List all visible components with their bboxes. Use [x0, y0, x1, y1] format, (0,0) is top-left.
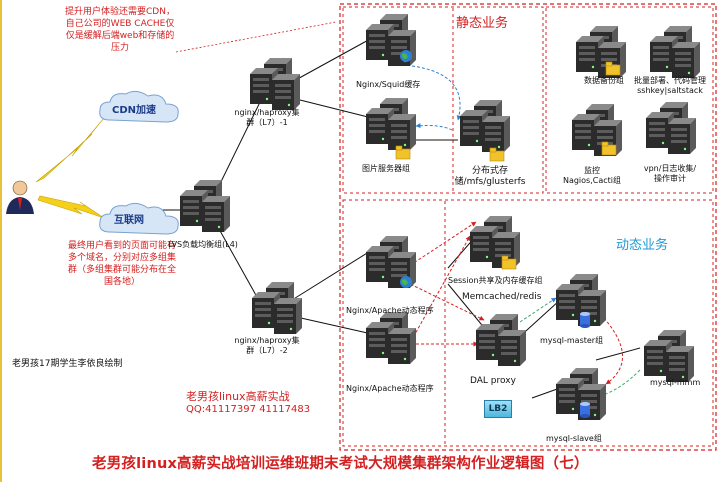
- ad-line-1: 老男孩linux高薪实战: [186, 390, 290, 403]
- nginx-apache2-label: Nginx/Apache动态程序: [346, 384, 434, 393]
- session-label: Session共享及内存缓存组: [448, 276, 543, 285]
- haproxy1-server-icon: [250, 58, 300, 110]
- lightning-bolt-bottom: [37, 195, 105, 219]
- vpn-server-icon: [646, 102, 696, 154]
- lb2-box: LB2: [484, 400, 512, 418]
- lightning-bolt-top: [35, 117, 105, 183]
- dynamic-section-title: 动态业务: [616, 238, 669, 253]
- mysql-slave-label: mysql-slave组: [546, 434, 602, 443]
- main-frame: [339, 3, 717, 451]
- vpn-label: vpn/日志收集/操作审计: [643, 164, 697, 183]
- lvs-server-icon: [180, 180, 230, 232]
- dist-storage-label: 分布式存储/mfs/glusterfs: [454, 166, 526, 187]
- mgmt-frame: [545, 6, 714, 194]
- haproxy2-label: nginx/haproxy集群（L7）-2: [234, 336, 300, 355]
- mysql-master-label: mysql-master组: [540, 336, 604, 345]
- mysql-mmm-label: mysql-mmm: [650, 378, 701, 387]
- haproxy2-server-icon: [252, 282, 302, 334]
- memcached-label: Memcached/redis: [462, 292, 542, 302]
- storage-server-icon: [460, 100, 510, 152]
- haproxy1-label: nginx/haproxy集群（L7）-1: [234, 108, 300, 127]
- dynamic-frame: [342, 199, 714, 447]
- cdn-label: CDN加速: [112, 105, 157, 116]
- mysql-mmm-icon: [644, 330, 694, 382]
- deploy-server-icon: [650, 26, 700, 78]
- footer-title: 老男孩linux高薪实战培训运维班期末考试大规模集群架构作业逻辑图（七）: [92, 456, 589, 472]
- dal-proxy-icon: [476, 314, 526, 366]
- nginx-apache2-icon: [366, 312, 416, 364]
- cdn-cloud-icon: [99, 90, 179, 123]
- squid-label: Nginx/Squid缓存: [356, 80, 421, 89]
- author-credit: 老男孩17期学生李依良绘制: [12, 359, 123, 369]
- user-icon: [6, 180, 34, 214]
- cdn-note: 提升用户体验还需要CDN，自己公司的WEB CACHE仅仅是缓解后端web和存储…: [65, 7, 175, 53]
- internet-label: 互联网: [114, 215, 144, 226]
- internet-cloud-icon: [99, 202, 179, 235]
- nginx-apache1-label: Nginx/Apache动态程序: [346, 306, 434, 315]
- static-frame: [342, 6, 544, 194]
- db-backup-label: 数据备份组: [584, 76, 624, 85]
- static-section-title: 静态业务: [456, 16, 509, 31]
- ad-line-2: QQ:41117397 41117483: [186, 404, 311, 415]
- image-server-icon: [366, 98, 416, 150]
- image-servers-label: 图片服务器组: [362, 164, 410, 173]
- batch-deploy-label: 批量部署、代码管理sshkey|saltstack: [634, 76, 706, 95]
- lvs-label: LVS负载均衡组(L4): [168, 240, 238, 249]
- domain-note: 最终用户看到的页面可能有多个域名，分别对应多组集群（多组集群可能分布在全国各地）: [68, 241, 177, 287]
- dal-proxy-label: DAL proxy: [470, 376, 516, 386]
- monitor-label: 监控Nagios,Cacti组: [562, 166, 622, 185]
